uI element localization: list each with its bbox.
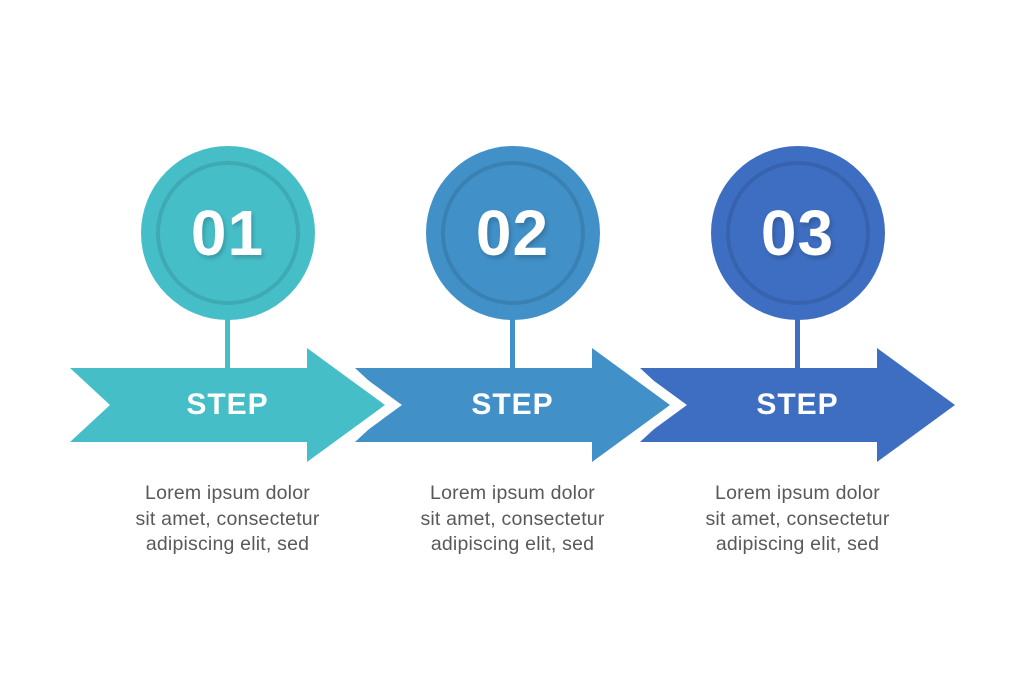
step3-number: 03: [760, 197, 835, 269]
step3-description: Lorem ipsum dolor sit amet, consectetur …: [668, 481, 928, 558]
step2-circle-inner-ring: 02: [440, 161, 585, 305]
step1-description-line: Lorem ipsum dolor: [145, 482, 310, 504]
step3-arrow-label: STEP: [756, 388, 839, 421]
step1-description: Lorem ipsum dolor sit amet, consectetur …: [98, 481, 358, 558]
step2-description: Lorem ipsum dolor sit amet, consectetur …: [383, 481, 643, 558]
step2-description-line: Lorem ipsum dolor: [430, 482, 595, 504]
step1-number: 01: [190, 197, 265, 269]
step1-circle-badge: 01: [140, 146, 315, 320]
step1-description-line: adipiscing elit, sed: [145, 533, 310, 555]
step2-arrow-label: STEP: [471, 388, 554, 421]
step1-connector-stem: [225, 310, 230, 378]
step2-description-line: adipiscing elit, sed: [430, 533, 595, 555]
step1-circle-inner-ring: 01: [155, 161, 300, 305]
step2-connector-stem: [510, 310, 515, 378]
step3-description-line: adipiscing elit, sed: [715, 533, 880, 555]
step3-connector-stem: [795, 310, 800, 378]
step1-arrow-shape: [44, 328, 402, 482]
step1-description-line: sit amet, consectetur: [135, 507, 320, 530]
step1-arrow-label: STEP: [186, 388, 269, 421]
step3-description-line: sit amet, consectetur: [705, 507, 890, 530]
step2-number: 02: [475, 197, 550, 269]
step3-circle-badge: 03: [710, 146, 885, 320]
step2-description-line: sit amet, consectetur: [420, 507, 605, 530]
step3-circle-inner-ring: 03: [725, 161, 870, 305]
step2-circle-badge: 02: [425, 146, 600, 320]
step3-description-line: Lorem ipsum dolor: [715, 482, 880, 504]
